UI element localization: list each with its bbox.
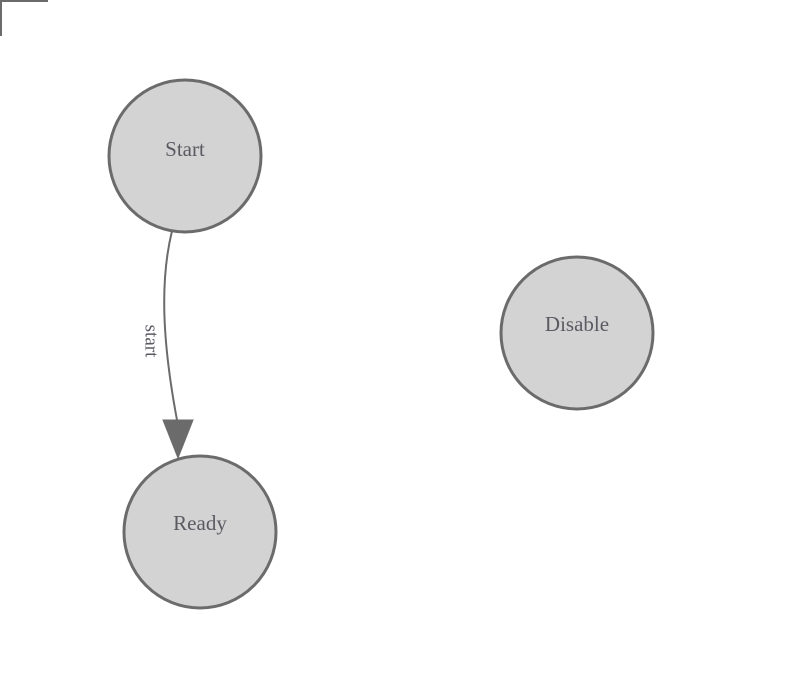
edge-line [163,230,178,421]
corner-bracket-icon [0,0,48,36]
node-ready[interactable]: Ready [122,454,278,610]
arrowhead-icon [162,419,194,460]
edge-label-start: start [141,325,162,358]
node-start-label: Start [165,137,205,161]
node-disable-label: Disable [545,312,609,336]
node-disable-shape[interactable] [499,255,655,411]
node-disable[interactable]: Disable [499,255,655,411]
node-ready-shape[interactable] [122,454,278,610]
node-start[interactable]: Start [107,78,263,234]
edge-start-to-ready[interactable]: start [141,230,194,460]
node-start-shape[interactable] [107,78,263,234]
node-ready-label: Ready [173,511,227,535]
